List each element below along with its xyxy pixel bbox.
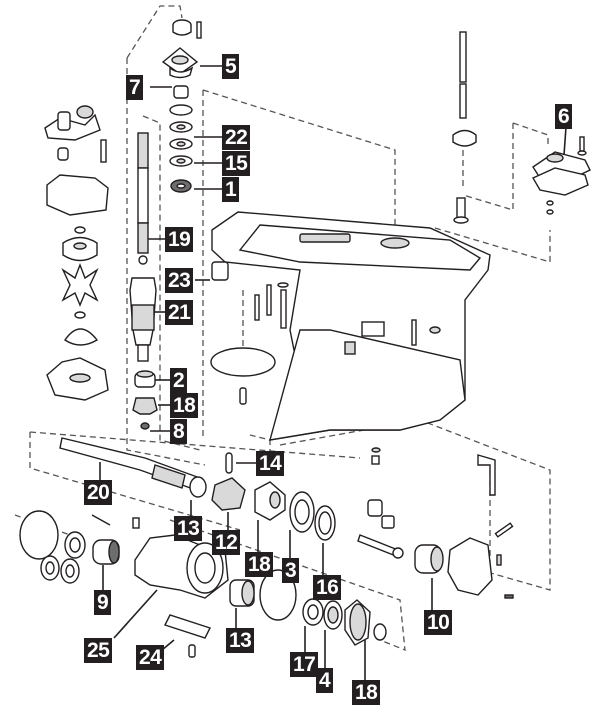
driveshaft-seal-stack bbox=[161, 19, 202, 193]
gearcase-housing bbox=[210, 211, 491, 465]
pinion-bearing-parts bbox=[132, 370, 158, 430]
callout-5: 5 bbox=[222, 54, 240, 79]
water-pump-parts bbox=[44, 105, 109, 401]
shift-and-reverse-parts bbox=[357, 454, 514, 599]
callout-18-reverse-gear: 18 bbox=[352, 680, 381, 705]
leader-lines bbox=[99, 65, 567, 680]
callout-8: 8 bbox=[170, 419, 188, 444]
upper-right-parts bbox=[452, 31, 591, 224]
callout-24: 24 bbox=[136, 645, 165, 670]
callout-3: 3 bbox=[282, 558, 300, 583]
callout-14: 14 bbox=[256, 451, 285, 476]
callout-16: 16 bbox=[313, 575, 342, 600]
callout-25: 25 bbox=[84, 638, 113, 663]
callout-15: 15 bbox=[222, 151, 251, 176]
callout-9: 9 bbox=[94, 590, 112, 615]
bearing-carrier-parts bbox=[19, 510, 387, 658]
assembly-guide-lines bbox=[14, 5, 551, 652]
callout-20: 20 bbox=[84, 480, 113, 505]
callout-12: 12 bbox=[212, 530, 241, 555]
callout-4: 4 bbox=[316, 668, 334, 693]
callout-22: 22 bbox=[222, 125, 251, 150]
callout-2: 2 bbox=[170, 368, 188, 393]
callout-19: 19 bbox=[165, 227, 194, 252]
callout-23: 23 bbox=[165, 268, 194, 293]
callout-1: 1 bbox=[222, 177, 240, 202]
callout-13-seal: 13 bbox=[174, 516, 203, 541]
callout-21: 21 bbox=[165, 300, 194, 325]
callout-10: 10 bbox=[424, 610, 453, 635]
callout-17: 17 bbox=[290, 652, 319, 677]
driveshaft bbox=[129, 132, 157, 362]
callout-18-forward-gear: 18 bbox=[245, 552, 274, 577]
callout-7: 7 bbox=[126, 75, 144, 100]
callout-18-bearing: 18 bbox=[170, 393, 199, 418]
propshaft-assembly bbox=[59, 437, 336, 541]
callout-6: 6 bbox=[555, 104, 573, 129]
callout-13-bearing: 13 bbox=[226, 628, 255, 653]
